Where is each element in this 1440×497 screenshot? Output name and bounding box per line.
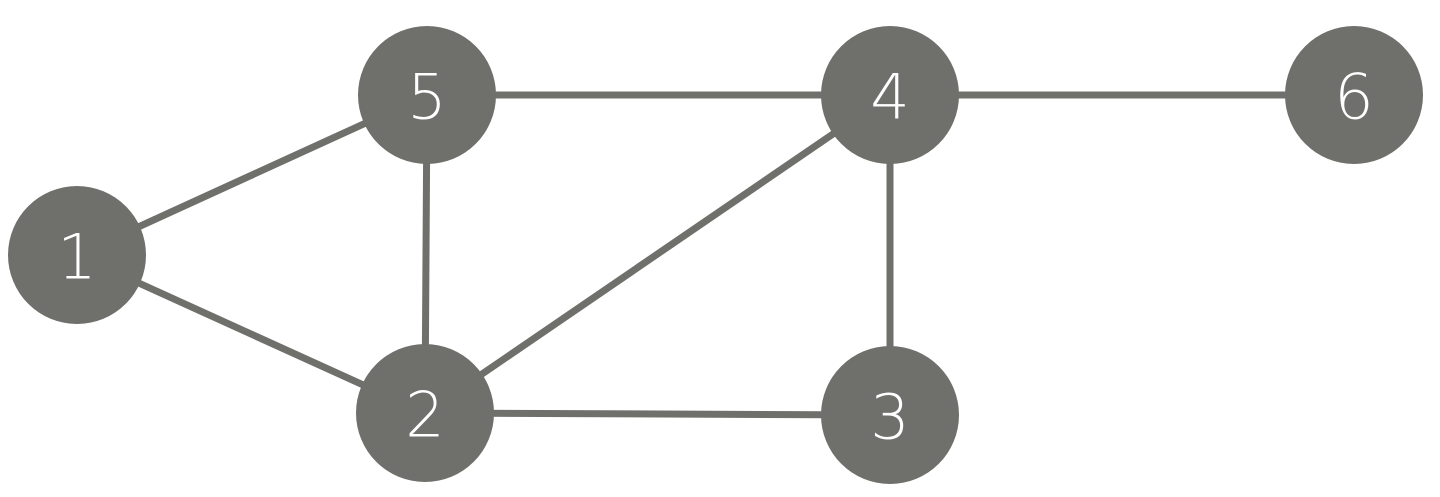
node-circle-5[interactable] (358, 26, 496, 164)
node-circle-6[interactable] (1285, 26, 1423, 164)
edge-2-4 (423, 92, 892, 416)
graph-node-1[interactable]: 1 (8, 186, 146, 324)
graph-node-2[interactable]: 2 (356, 344, 494, 482)
edge-layer (75, 91, 1354, 419)
graph-node-5[interactable]: 5 (358, 26, 496, 164)
node-layer: 1 2 3 4 5 6 (8, 26, 1423, 484)
node-circle-3[interactable] (821, 346, 959, 484)
node-label-3: 3 (870, 381, 909, 454)
node-label-1: 1 (57, 221, 96, 294)
node-label-5: 5 (407, 61, 446, 134)
graph-node-4[interactable]: 4 (821, 26, 959, 164)
edge-2-3 (424, 409, 891, 419)
node-label-2: 2 (405, 379, 444, 452)
node-circle-4[interactable] (821, 26, 959, 164)
node-circle-2[interactable] (356, 344, 494, 482)
node-label-4: 4 (870, 61, 909, 134)
graph-node-3[interactable]: 3 (821, 346, 959, 484)
node-label-6: 6 (1334, 61, 1373, 134)
graph-node-6[interactable]: 6 (1285, 26, 1423, 164)
node-circle-1[interactable] (8, 186, 146, 324)
